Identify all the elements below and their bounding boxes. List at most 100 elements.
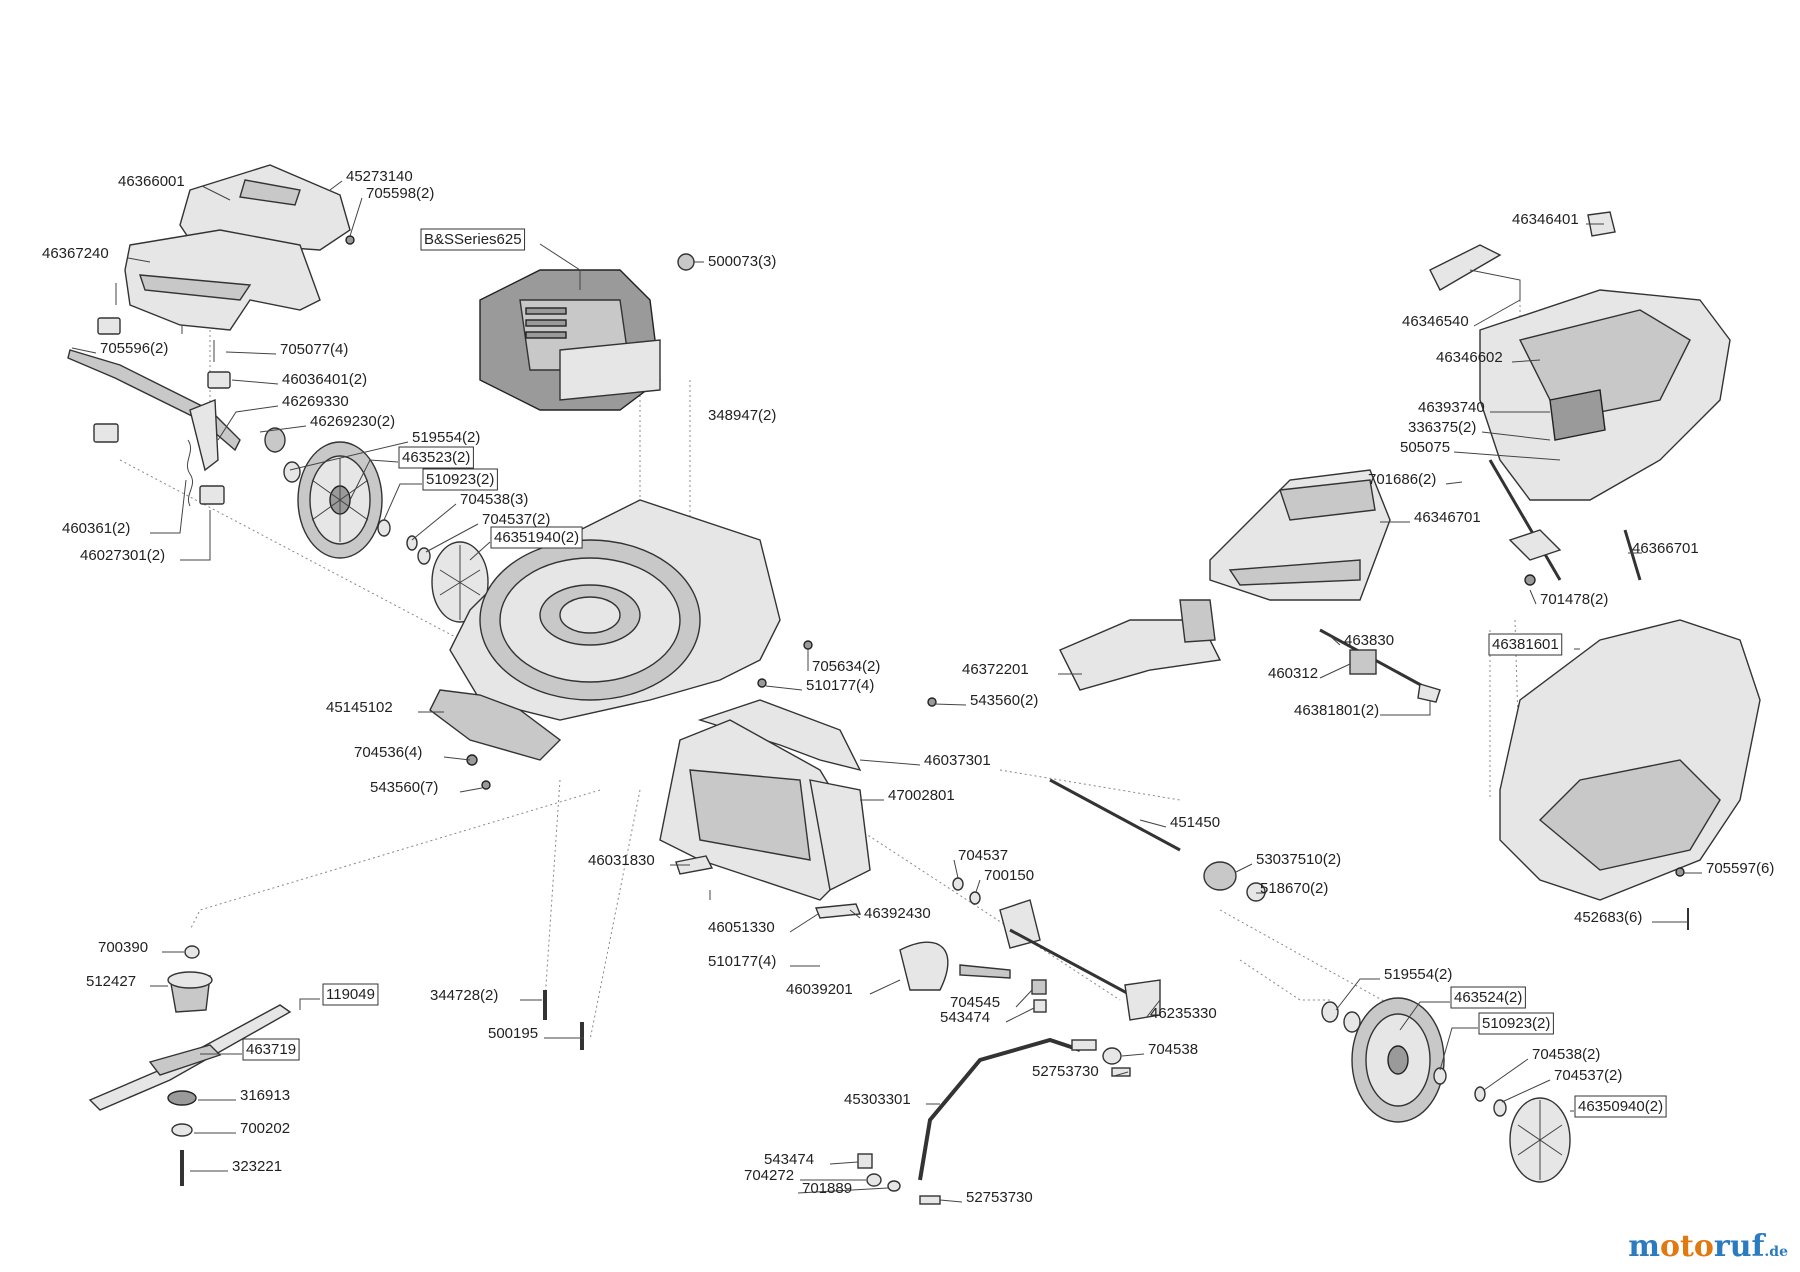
part-label-460361: 460361(2) xyxy=(62,520,130,537)
part-number-text: 46346602 xyxy=(1436,349,1503,366)
height-adjust-assembly xyxy=(899,877,1161,1021)
part-number-text: 704537(2) xyxy=(482,511,550,528)
part-number-box xyxy=(398,446,474,469)
part-number-text: 46036401(2) xyxy=(282,371,367,388)
part-number-text: 348947(2) xyxy=(708,407,776,424)
part-number-text: 46366001 xyxy=(118,173,185,190)
part-number-text: 701889 xyxy=(802,1180,852,1197)
part-label-701686: 701686(2) xyxy=(1368,471,1436,488)
part-number-text: 452683(6) xyxy=(1574,909,1642,926)
rear-flap xyxy=(697,699,862,772)
part-number-text: 46372201 xyxy=(962,661,1029,678)
part-number-text: 45273140 xyxy=(346,168,413,185)
engine-bs-series-625 xyxy=(479,253,695,411)
part-label-46366701: 46366701 xyxy=(1632,540,1699,557)
part-label-701478: 701478(2) xyxy=(1540,591,1608,608)
part-number-text: 704536(4) xyxy=(354,744,422,761)
part-number-text: 451450 xyxy=(1170,814,1220,831)
part-number-text: 705634(2) xyxy=(812,658,880,675)
part-label-500195: 500195 xyxy=(488,1025,538,1042)
part-number-text: 701478(2) xyxy=(1540,591,1608,608)
part-label-46027301: 46027301(2) xyxy=(80,547,165,564)
front-cover xyxy=(124,229,321,331)
part-number-text: 46269330 xyxy=(282,393,349,410)
part-number-text: 705596(2) xyxy=(100,340,168,357)
part-label-700150: 700150 xyxy=(984,867,1034,884)
part-label-45273140: 45273140 xyxy=(346,168,413,185)
part-label-46031830: 46031830 xyxy=(588,852,655,869)
part-number-text: 512427 xyxy=(86,973,136,990)
part-number-text: 46037301 xyxy=(924,752,991,769)
part-number-text: 704538 xyxy=(1148,1041,1198,1058)
part-label-704537c: 704537(2) xyxy=(1554,1067,1622,1084)
part-number-text: 543560(2) xyxy=(970,692,1038,709)
part-label-704538c: 704538(2) xyxy=(1532,1046,1600,1063)
part-label-52753730b: 52753730 xyxy=(966,1189,1033,1206)
part-label-704537b: 704537 xyxy=(958,847,1008,864)
part-label-543560a: 543560(2) xyxy=(970,692,1038,709)
part-label-53037510: 53037510(2) xyxy=(1256,851,1341,868)
part-number-text: 316913 xyxy=(240,1087,290,1104)
part-number-text: 46235330 xyxy=(1150,1005,1217,1022)
grass-catcher xyxy=(1499,619,1761,930)
part-number-text: 460361(2) xyxy=(62,520,130,537)
part-label-704537a: 704537(2) xyxy=(482,511,550,528)
part-label-463524: 463524(2) xyxy=(1450,986,1526,1009)
part-label-45303301: 45303301 xyxy=(844,1091,911,1108)
part-number-text: 46031830 xyxy=(588,852,655,869)
clips-left xyxy=(93,283,231,505)
part-label-705077: 705077(4) xyxy=(280,341,348,358)
part-number-text: 52753730 xyxy=(966,1189,1033,1206)
part-label-46051330: 46051330 xyxy=(708,919,775,936)
part-number-text: 701686(2) xyxy=(1368,471,1436,488)
screws-center xyxy=(466,640,937,790)
part-label-705597: 705597(6) xyxy=(1706,860,1774,877)
part-label-452683: 452683(6) xyxy=(1574,909,1642,926)
discharge-chute xyxy=(659,719,871,901)
part-number-text: 500073(3) xyxy=(708,253,776,270)
part-number-text: 47002801 xyxy=(888,787,955,804)
part-number-text: 510177(4) xyxy=(806,677,874,694)
part-number-box xyxy=(490,526,583,549)
part-label-316913: 316913 xyxy=(240,1087,290,1104)
part-number-text: 700390 xyxy=(98,939,148,956)
part-number-text: 543560(7) xyxy=(370,779,438,796)
part-label-46392430: 46392430 xyxy=(864,905,931,922)
part-label-344728: 344728(2) xyxy=(430,987,498,1004)
part-number-text: 52753730 xyxy=(1032,1063,1099,1080)
part-label-505075: 505075 xyxy=(1400,439,1450,456)
part-label-510177a: 510177(4) xyxy=(806,677,874,694)
part-number-text: 46381601 xyxy=(1492,636,1559,653)
front-wheel-left xyxy=(264,427,489,623)
part-label-512427: 512427 xyxy=(86,973,136,990)
part-label-46039201: 46039201 xyxy=(786,981,853,998)
bracket-46031830 xyxy=(675,855,861,919)
part-label-52753730a: 52753730 xyxy=(1032,1063,1099,1080)
part-label-119049: 119049 xyxy=(322,983,379,1006)
part-number-text: 704537(2) xyxy=(1554,1067,1622,1084)
part-number-text: 704537 xyxy=(958,847,1008,864)
part-label-463523: 463523(2) xyxy=(398,446,474,469)
mower-deck xyxy=(429,499,781,761)
top-cover-group xyxy=(124,164,355,331)
part-label-bs625: B&SSeries625 xyxy=(420,228,526,251)
part-label-46269230: 46269230(2) xyxy=(310,413,395,430)
part-number-text: 323221 xyxy=(232,1158,282,1175)
part-label-543560b: 543560(7) xyxy=(370,779,438,796)
part-number-text: 704272 xyxy=(744,1167,794,1184)
part-number-box xyxy=(1574,1095,1667,1118)
lower-handle xyxy=(1488,459,1642,586)
part-label-47002801: 47002801 xyxy=(888,787,955,804)
part-number-text: 45145102 xyxy=(326,699,393,716)
part-number-text: 46346540 xyxy=(1402,313,1469,330)
part-label-704545: 704545 xyxy=(950,994,1000,1011)
part-label-463830: 463830 xyxy=(1344,632,1394,649)
part-label-500073: 500073(3) xyxy=(708,253,776,270)
part-number-text: 46393740 xyxy=(1418,399,1485,416)
part-number-text: 45303301 xyxy=(844,1091,911,1108)
part-number-box xyxy=(1478,1012,1554,1035)
part-number-text: 519554(2) xyxy=(412,429,480,446)
part-number-text: 518670(2) xyxy=(1260,880,1328,897)
